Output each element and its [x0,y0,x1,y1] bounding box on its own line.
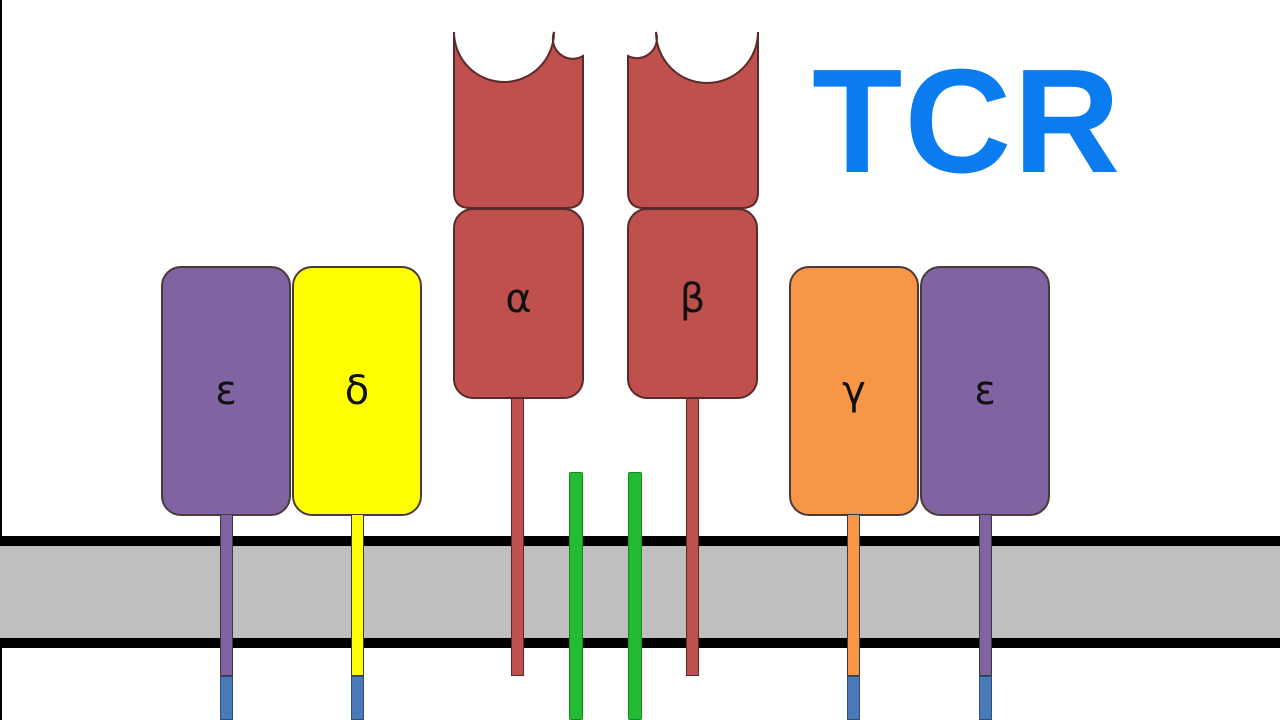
tcr-alpha-constant-domain: α [453,208,584,399]
epsilon-right-label: ε [974,368,996,414]
epsilon-right-transmembrane [979,514,992,676]
cd3-epsilon-right: ε [920,266,1050,516]
epsilon-left-cytoplasmic-tail [220,676,233,720]
epsilon-right-cytoplasmic-tail [979,676,992,720]
delta-cytoplasmic-tail [351,676,364,720]
tcr-beta-variable-domain [627,31,759,209]
gamma-label: γ [842,368,866,414]
zeta-chain-left [569,472,583,720]
diagram-title: TCR [812,39,1123,204]
frame-edge [0,0,2,720]
tcr-beta-constant-domain: β [627,208,758,399]
tcr-alpha-variable-domain [453,31,584,209]
tcr-alpha-transmembrane [511,398,524,676]
delta-label: δ [344,368,370,414]
tcr-beta-transmembrane [686,398,699,676]
cd3-epsilon-left: ε [161,266,291,516]
cd3-delta: δ [292,266,422,516]
alpha-label: α [505,275,532,322]
cd3-gamma: γ [789,266,919,516]
gamma-transmembrane [847,514,860,676]
zeta-chain-right [628,472,642,720]
epsilon-left-transmembrane [220,514,233,676]
beta-label: β [679,275,706,322]
delta-transmembrane [351,514,364,676]
gamma-cytoplasmic-tail [847,676,860,720]
epsilon-left-label: ε [215,368,237,414]
